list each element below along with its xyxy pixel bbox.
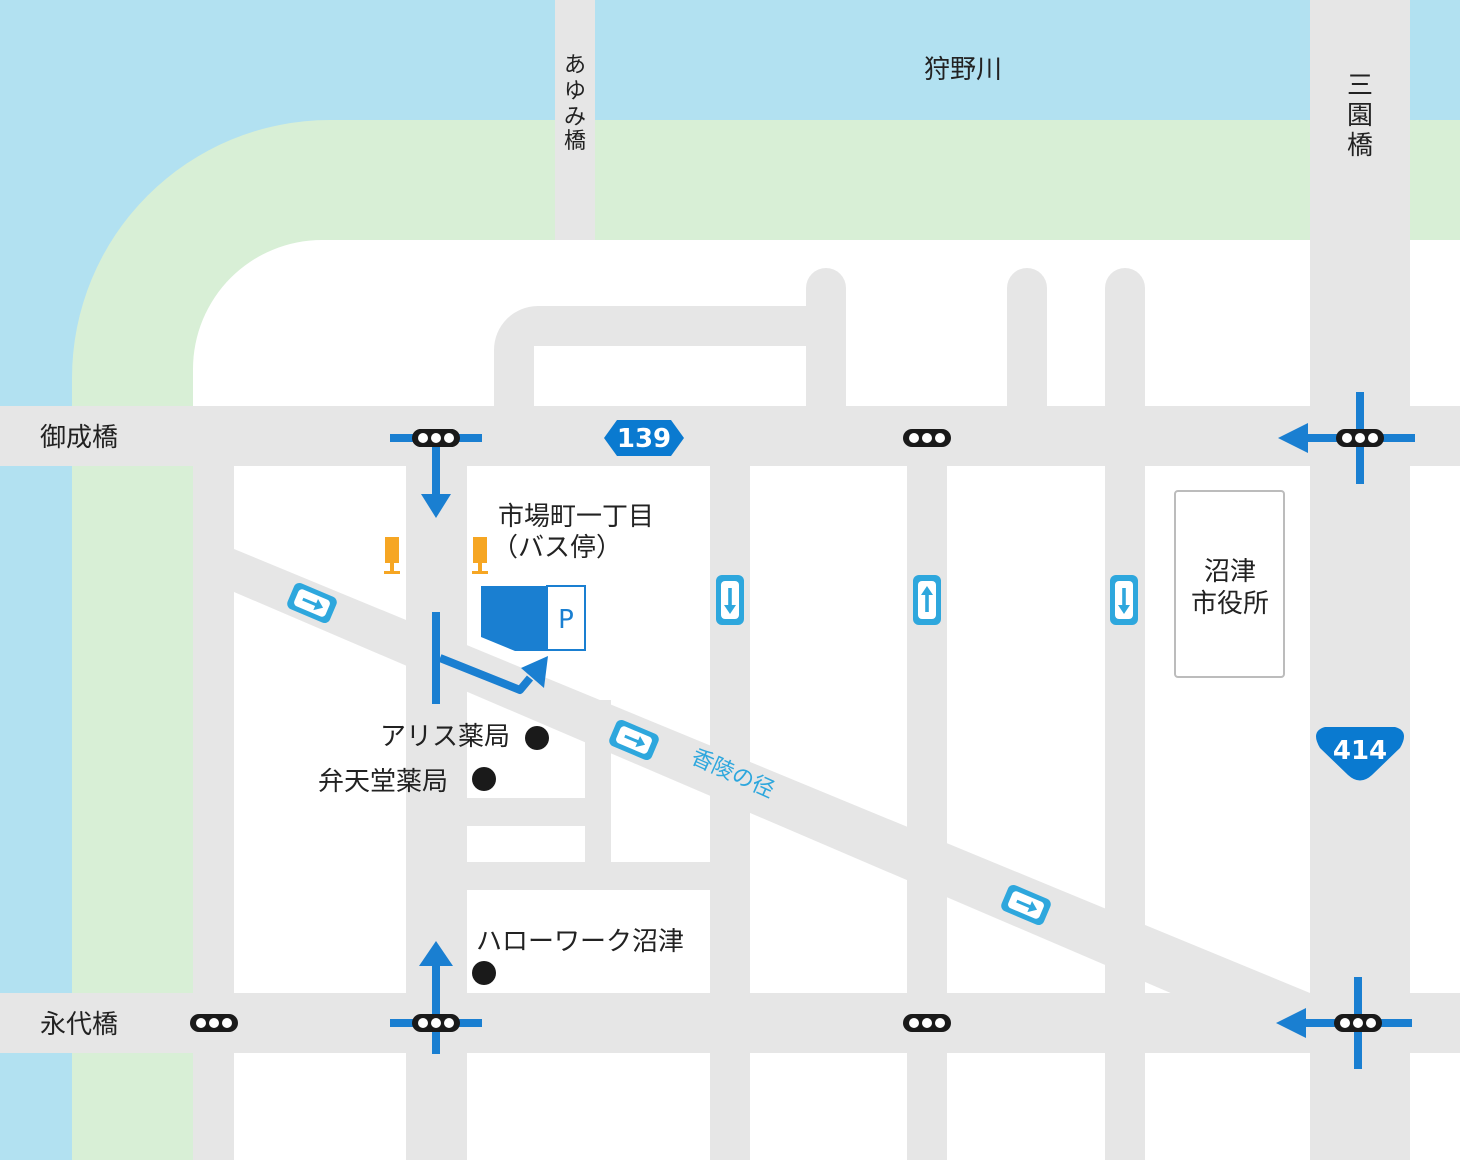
route-139-marker: 139: [604, 420, 684, 456]
svg-text:139: 139: [617, 424, 671, 454]
traffic-signal-icon: [412, 429, 460, 447]
parking-icon: P: [481, 585, 586, 651]
bridge-label-eitai: 永代橋: [40, 1010, 118, 1040]
route-414-marker: 414: [1316, 727, 1404, 781]
svg-text:あ: あ: [564, 53, 586, 78]
one-way-down-icon: [716, 575, 744, 625]
traffic-signal-icon: [1336, 429, 1384, 447]
road-koryo-no-michi: [234, 549, 1310, 1000]
svg-text:み: み: [564, 105, 586, 130]
route-arrow-icon: [432, 612, 548, 704]
traffic-signal-icon: [190, 1014, 238, 1032]
traffic-signal-icon: [1334, 1014, 1382, 1032]
bridge-label-misono: 三 園 橋: [1347, 71, 1373, 161]
one-way-down-icon: [1110, 575, 1138, 625]
svg-text:園: 園: [1347, 101, 1373, 131]
bridge-road-ayumi: [555, 0, 595, 240]
city-hall-building: 沼津 市役所: [1174, 490, 1285, 678]
bridge-label-ayumi: あ ゆ み 橋: [564, 53, 586, 154]
svg-text:（バス停）: （バス停）: [492, 533, 622, 563]
bus-stop-icon: [384, 537, 488, 574]
svg-text:三: 三: [1347, 71, 1373, 101]
svg-text:ハローワーク沼津: ハローワーク沼津: [476, 927, 684, 957]
poi-hellowork-numazu: ハローワーク沼津: [472, 927, 684, 985]
svg-text:414: 414: [1333, 736, 1387, 766]
poi-bentendo-pharmacy: 弁天堂薬局: [318, 767, 496, 797]
svg-text:アリス薬局: アリス薬局: [380, 722, 510, 752]
bridge-label-onari: 御成橋: [40, 423, 118, 453]
river-label: 狩野川: [924, 55, 1002, 85]
one-way-up-icon: [913, 575, 941, 625]
traffic-signal-icon: [412, 1014, 460, 1032]
svg-text:市役所: 市役所: [1191, 589, 1269, 619]
svg-text:沼津: 沼津: [1204, 557, 1256, 587]
svg-text:弁天堂薬局: 弁天堂薬局: [318, 767, 448, 797]
svg-text:橋: 橋: [564, 129, 586, 154]
traffic-signal-icon: [903, 429, 951, 447]
traffic-signal-icon: [903, 1014, 951, 1032]
svg-text:P: P: [558, 605, 574, 635]
svg-text:ゆ: ゆ: [564, 79, 586, 104]
svg-text:市場町一丁目: 市場町一丁目: [498, 502, 654, 532]
bus-stop-label: 市場町一丁目 （バス停）: [492, 502, 654, 563]
svg-text:橋: 橋: [1347, 131, 1373, 161]
bridge-road-misono: [1310, 0, 1410, 1160]
poi-alice-pharmacy: アリス薬局: [380, 722, 549, 752]
